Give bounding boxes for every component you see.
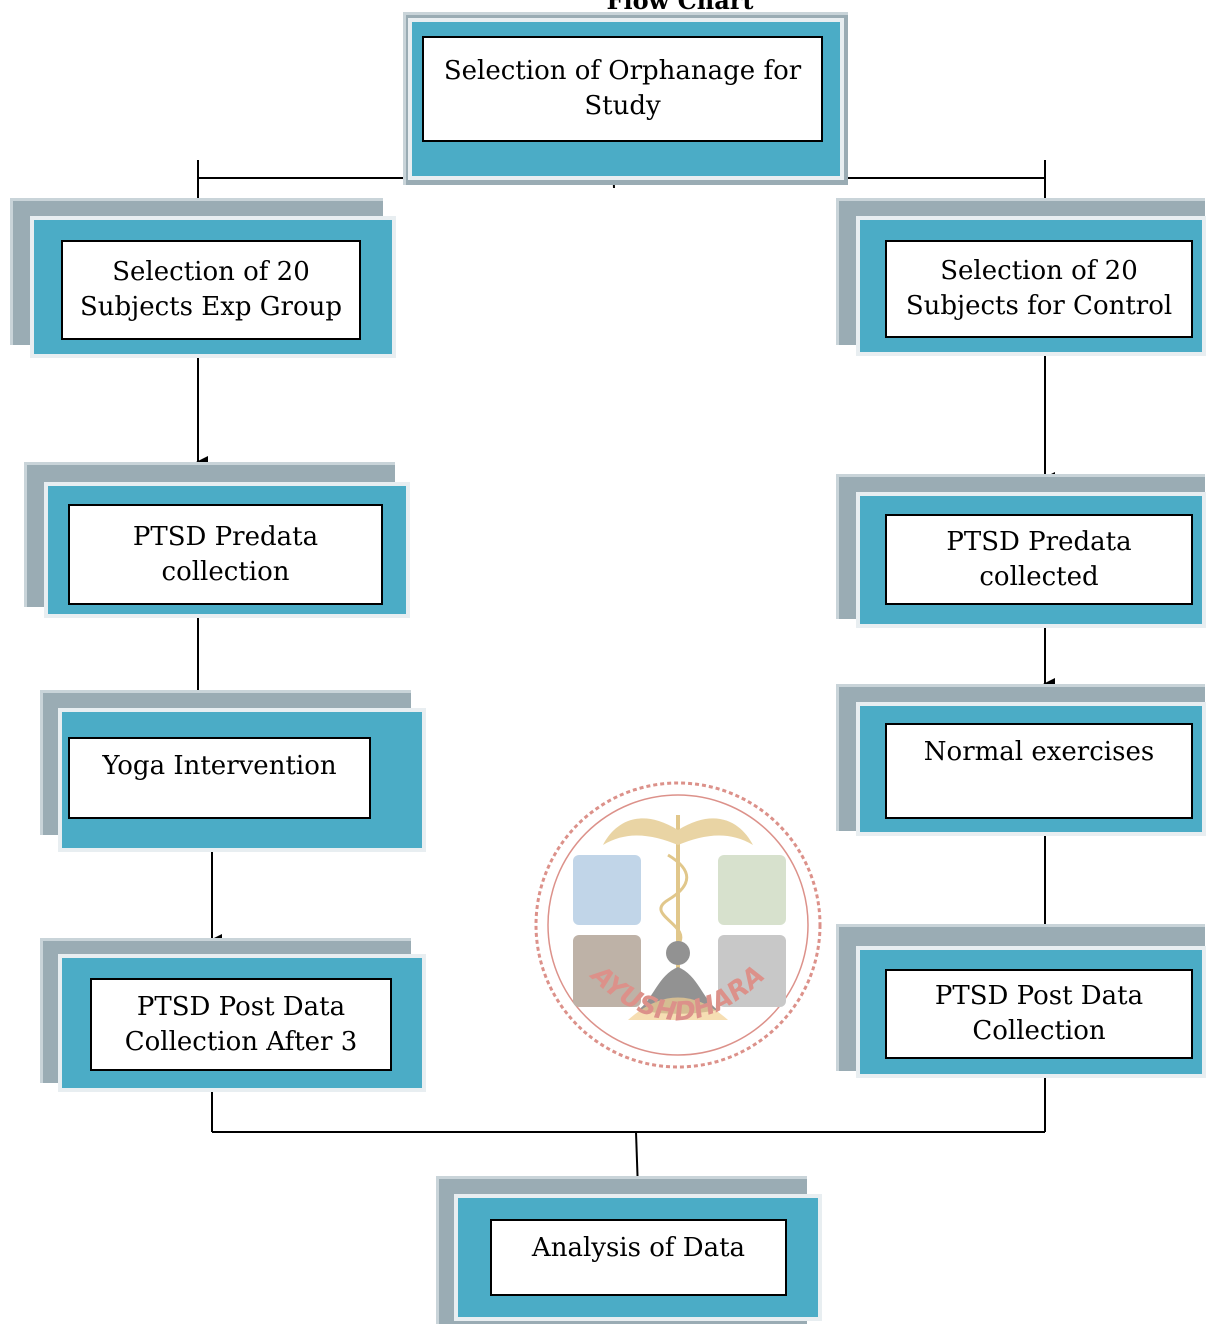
- node-analysis-label: Analysis of Data: [490, 1219, 787, 1296]
- node-control-predata-label: PTSD Predata collected: [885, 514, 1193, 605]
- node-normal-exercises-label: Normal exercises: [885, 723, 1193, 819]
- node-exp-post-label: PTSD Post Data Collection After 3: [90, 978, 392, 1071]
- node-control-post-label: PTSD Post Data Collection: [885, 969, 1193, 1059]
- chart-title: Flow Chart: [606, 0, 754, 15]
- node-orphanage-label: Selection of Orphanage for Study: [422, 36, 823, 142]
- node-yoga-label: Yoga Intervention: [68, 737, 371, 819]
- node-exp-group-label: Selection of 20 Subjects Exp Group: [61, 240, 361, 340]
- ayushdhara-watermark-logo: AYUSHDHARA: [534, 781, 822, 1069]
- node-exp-predata-label: PTSD Predata collection: [68, 504, 383, 605]
- node-control-group-label: Selection of 20 Subjects for Control: [885, 240, 1193, 338]
